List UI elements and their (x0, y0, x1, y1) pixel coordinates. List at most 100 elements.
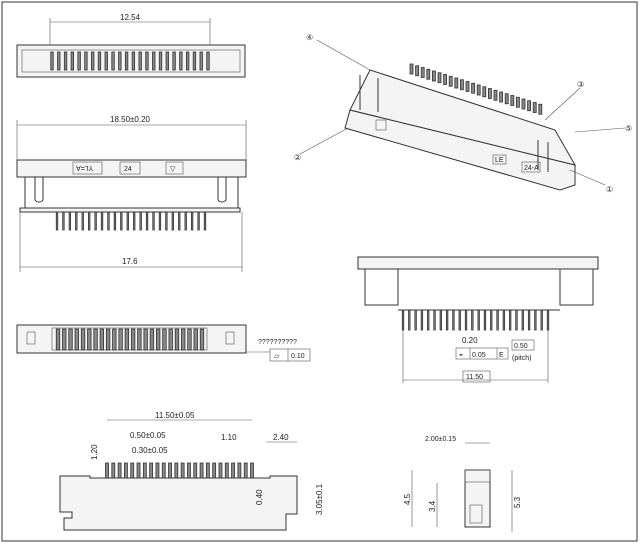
side-h1: 4.5 (403, 493, 412, 505)
pin (97, 51, 102, 71)
pin (87, 328, 92, 351)
pin (172, 51, 176, 71)
pin (55, 211, 59, 231)
pin (75, 211, 78, 231)
position-tol: 0.05 (472, 352, 486, 359)
pin (171, 211, 174, 231)
pin (62, 211, 65, 231)
pin (162, 328, 167, 351)
pin (93, 328, 98, 351)
pin (74, 328, 79, 351)
pin (118, 51, 122, 71)
pin (149, 328, 155, 351)
pin (527, 100, 531, 112)
section-height: 3.05±0.1 (315, 483, 324, 515)
pin (161, 462, 166, 479)
pin (193, 328, 198, 351)
pin (443, 74, 448, 85)
pin (459, 79, 464, 91)
iso-mark-le: LE (495, 157, 504, 164)
pin (445, 309, 449, 331)
pitch-value: 0.50 (514, 343, 528, 350)
section-span: 11.50±0.05 (155, 411, 195, 420)
pin (156, 328, 161, 351)
pin (113, 211, 117, 231)
pin (465, 81, 470, 92)
pin (448, 75, 453, 87)
pin (187, 328, 192, 351)
pin (534, 309, 537, 331)
pin (81, 211, 84, 231)
pin (231, 462, 235, 479)
pin (131, 51, 136, 71)
pin (409, 63, 414, 75)
side-view: 2.00±0.15 4.5 3.4 5.3 (403, 436, 522, 532)
isometric-view: LE 24-A ④ ③ ⑤ ② ① (294, 33, 632, 194)
pin (84, 51, 88, 71)
pin (237, 462, 242, 479)
bottom-view: ?????????? ▱ 0.10 (16, 324, 311, 362)
pin (174, 462, 179, 479)
pin (152, 211, 155, 231)
pin (205, 462, 210, 479)
pin (471, 309, 474, 331)
pin (77, 51, 81, 71)
section-standoff: 0.40 (255, 489, 264, 505)
pin (62, 328, 67, 351)
pin (426, 68, 431, 80)
section-pitch: 0.50±0.05 (130, 431, 166, 440)
section-side-width: 2.40 (273, 433, 289, 442)
section-pins (105, 462, 254, 479)
pin (415, 65, 420, 77)
pin (104, 51, 108, 71)
pin (199, 51, 203, 71)
pin (165, 211, 168, 231)
section-pin-width: 0.30±0.05 (132, 446, 168, 455)
pin (168, 462, 172, 479)
pin (212, 462, 217, 479)
pin (218, 462, 223, 479)
pin (437, 72, 442, 84)
pin (186, 51, 190, 71)
pin (149, 462, 154, 479)
pin (190, 211, 194, 231)
pitch-label: (pitch) (512, 355, 531, 362)
pin (504, 93, 509, 105)
pin (142, 462, 147, 479)
pin (155, 462, 160, 479)
front-mark-1: ∀=⅂⅄ (76, 165, 94, 173)
callout-2: ② (294, 153, 301, 162)
pin (68, 211, 72, 231)
pin (509, 309, 512, 331)
pin (493, 89, 498, 101)
rear-pin-width: 0.20 (462, 336, 478, 345)
pin (206, 51, 210, 71)
pin (420, 309, 424, 331)
pin (139, 211, 142, 231)
pin (199, 462, 204, 479)
pin (515, 309, 518, 331)
pin (178, 211, 181, 231)
pin (181, 328, 186, 351)
callout-1: ① (606, 185, 613, 194)
pin (458, 309, 461, 331)
pin (130, 462, 135, 479)
pin (138, 51, 142, 71)
pin (105, 328, 111, 351)
bottom-note: ?????????? (258, 339, 297, 346)
pin (471, 82, 476, 94)
pin (193, 462, 198, 479)
pin (130, 328, 136, 351)
pin (158, 51, 163, 71)
pin (433, 309, 436, 331)
pin (180, 462, 185, 479)
callout-3: ③ (577, 80, 584, 89)
pin (487, 88, 492, 99)
pin (133, 211, 136, 231)
pin (420, 67, 425, 78)
pin (63, 51, 68, 71)
pin (165, 51, 169, 71)
pin (94, 211, 97, 231)
pin (203, 211, 207, 231)
